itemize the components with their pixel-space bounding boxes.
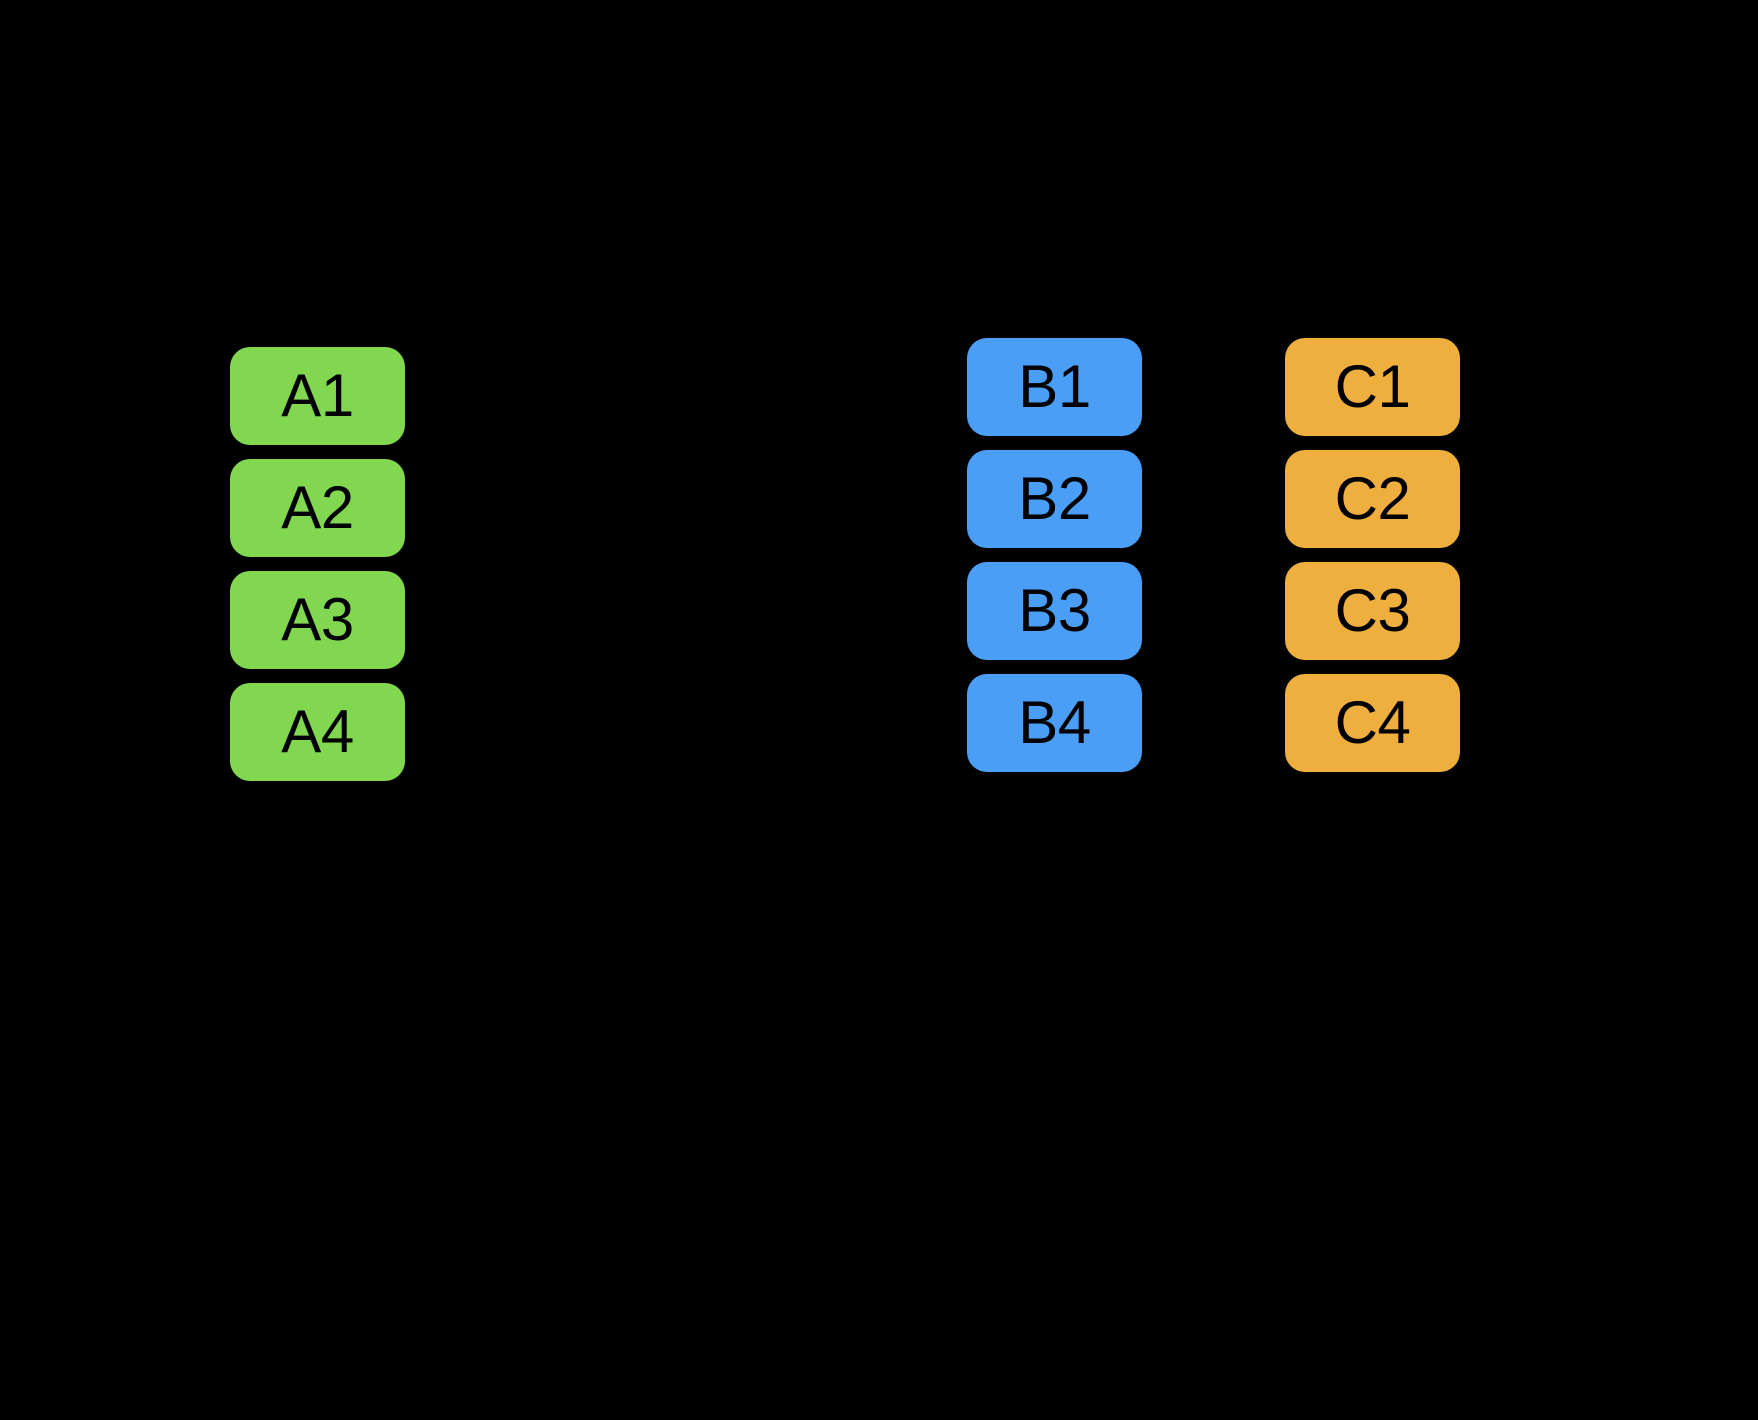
node-b2-label: B2 [1018,465,1091,532]
node-c2[interactable]: C2 [1285,450,1460,548]
node-c3[interactable]: C3 [1285,562,1460,660]
node-a2[interactable]: A2 [230,459,405,557]
node-b1[interactable]: B1 [967,338,1142,436]
node-a4[interactable]: A4 [230,683,405,781]
node-b3-label: B3 [1018,577,1091,644]
node-a1[interactable]: A1 [230,347,405,445]
node-c4-label: C4 [1334,689,1411,756]
node-c4[interactable]: C4 [1285,674,1460,772]
node-c3-label: C3 [1334,577,1411,644]
node-b2[interactable]: B2 [967,450,1142,548]
node-b4-label: B4 [1018,689,1091,756]
node-c2-label: C2 [1334,465,1411,532]
node-group-c: C1 C2 C3 C4 [1285,338,1460,772]
node-a4-label: A4 [281,698,354,765]
node-c1[interactable]: C1 [1285,338,1460,436]
node-a1-label: A1 [281,362,354,429]
node-a2-label: A2 [281,474,354,541]
node-c1-label: C1 [1334,353,1411,420]
node-b4[interactable]: B4 [967,674,1142,772]
node-b3[interactable]: B3 [967,562,1142,660]
node-a3[interactable]: A3 [230,571,405,669]
node-a3-label: A3 [281,586,354,653]
node-group-a: A1 A2 A3 A4 [230,347,405,781]
node-b1-label: B1 [1018,353,1091,420]
node-group-b: B1 B2 B3 B4 [967,338,1142,772]
